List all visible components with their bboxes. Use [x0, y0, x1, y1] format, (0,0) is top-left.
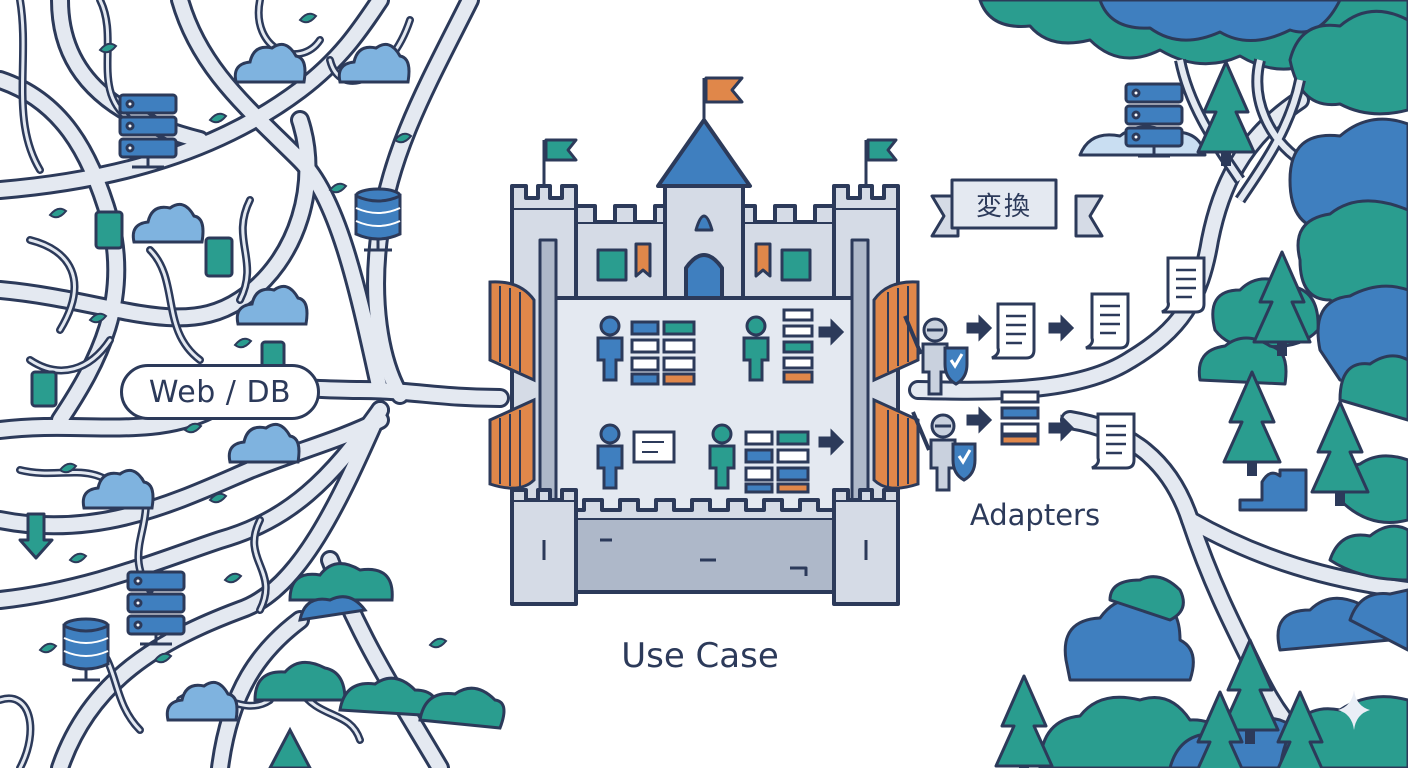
data-blocks: [630, 308, 814, 494]
scroll-icon: [1160, 256, 1206, 314]
adapter-flow: [966, 256, 1206, 470]
castle-icon: [510, 76, 900, 606]
document-icon: [30, 210, 286, 408]
scroll-icon: [1090, 412, 1136, 470]
use-case-activities: [596, 308, 844, 494]
server-icon: [1124, 82, 1184, 158]
server-icon: [126, 570, 186, 646]
bushes-left: [253, 562, 506, 768]
server-icon: [118, 93, 178, 169]
use-case-label: Use Case: [621, 636, 779, 676]
scroll-icon: [990, 302, 1036, 360]
sparkle-icon: [1338, 690, 1370, 730]
web-db-label: Web / DB: [120, 364, 320, 420]
arrow-icon: [18, 512, 54, 560]
database-icon: [62, 617, 110, 682]
forest: [978, 0, 1408, 768]
scroll-icon: [1084, 292, 1130, 350]
tangled-roots: [0, 0, 510, 768]
conversion-banner-label: 変換: [975, 191, 1032, 222]
adapters-label: Adapters: [969, 498, 1101, 532]
knight-icon: [911, 410, 977, 492]
gate-icon: [872, 280, 920, 490]
banner-ribbon: [930, 178, 1104, 238]
database-icon: [354, 187, 402, 252]
gate-icon: [488, 280, 536, 490]
